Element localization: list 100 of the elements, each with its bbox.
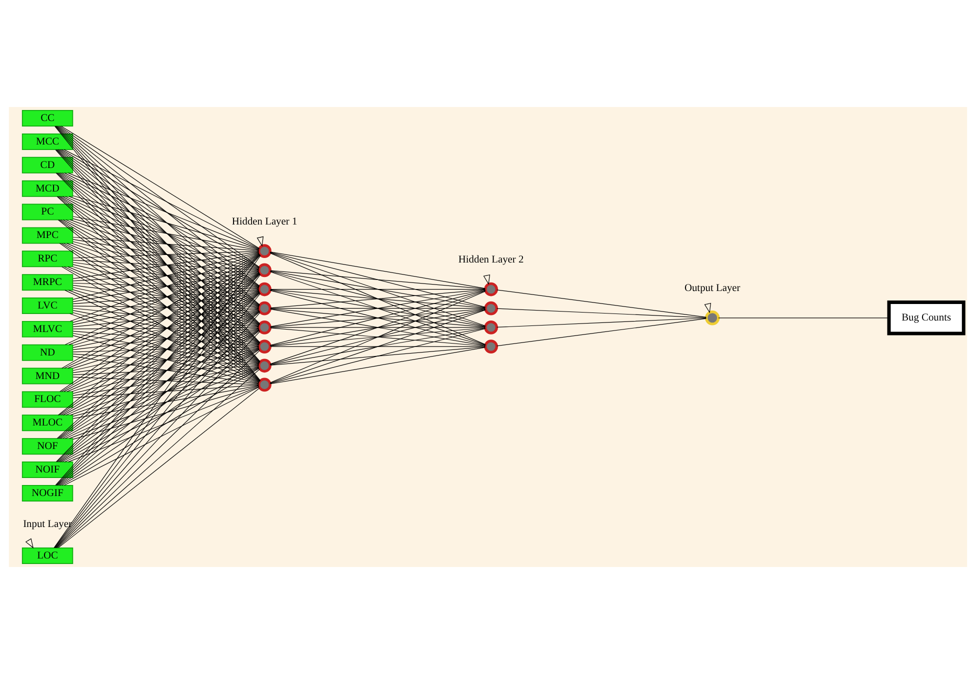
connector <box>68 196 260 268</box>
connector <box>70 347 260 415</box>
connector <box>72 385 260 440</box>
connector <box>64 348 260 438</box>
node-box: MND <box>22 367 74 384</box>
connector <box>72 194 260 250</box>
node-circle <box>258 282 272 296</box>
connector <box>64 386 260 486</box>
connector <box>270 308 486 327</box>
node-box: NOIF <box>22 461 74 478</box>
connector <box>496 308 706 318</box>
connector <box>64 367 260 462</box>
connector <box>72 356 260 384</box>
connector <box>72 252 260 300</box>
connector <box>72 332 260 365</box>
connector <box>270 288 486 308</box>
connector <box>270 252 486 344</box>
node-text: Output Layer <box>684 282 740 294</box>
connector <box>66 309 260 392</box>
node-box: MPC <box>22 226 74 244</box>
connector <box>72 366 260 416</box>
connector <box>70 252 260 322</box>
connector <box>72 305 260 308</box>
connector <box>72 346 260 394</box>
connector <box>270 346 486 384</box>
node-box: LVC <box>22 297 74 314</box>
node-box: NOF <box>22 438 74 454</box>
node-circle <box>258 244 272 258</box>
connector <box>72 346 260 352</box>
connector <box>72 216 260 250</box>
node-box: CC <box>22 110 74 126</box>
connector <box>62 348 260 462</box>
connector <box>72 326 260 329</box>
connector <box>72 264 260 308</box>
connector <box>72 270 260 281</box>
connector <box>62 196 260 306</box>
node-box: FLOC <box>22 390 74 408</box>
node-text: Hidden Layer 2 <box>458 254 524 265</box>
node-circle <box>484 300 498 315</box>
connector <box>270 289 486 326</box>
node-box: ND <box>22 344 74 360</box>
connector <box>72 376 260 384</box>
connector <box>270 308 486 346</box>
arrow <box>704 302 712 313</box>
node-circle <box>258 339 272 353</box>
connector <box>66 328 260 415</box>
node-box: MCD <box>22 180 74 196</box>
connector <box>62 219 260 325</box>
node-circle <box>484 339 498 353</box>
connector <box>72 218 260 269</box>
connector <box>496 289 706 318</box>
connector <box>270 270 486 308</box>
connector <box>72 353 260 366</box>
connector <box>270 308 486 364</box>
node-circle <box>704 310 720 325</box>
connector <box>72 284 260 308</box>
connector <box>270 290 486 346</box>
node-box: MRPC <box>22 274 74 290</box>
connector <box>72 384 260 398</box>
connector <box>72 384 260 418</box>
connector <box>270 346 486 366</box>
connector <box>72 236 260 251</box>
connector <box>270 328 486 384</box>
node-box: RPC <box>22 250 74 267</box>
connector <box>72 282 260 289</box>
connector <box>70 219 260 288</box>
node-box: PC <box>22 203 74 220</box>
connector <box>72 328 260 370</box>
connector <box>270 270 486 345</box>
connector <box>62 172 260 286</box>
connector <box>270 251 486 307</box>
connector <box>72 328 260 392</box>
node-box: LOC <box>22 546 74 564</box>
connector <box>270 327 486 346</box>
node-circle <box>484 320 498 334</box>
node-circle <box>258 377 272 392</box>
node-circle <box>258 262 272 277</box>
connector <box>270 270 486 326</box>
connector <box>72 365 260 375</box>
connector <box>72 250 260 279</box>
connector <box>72 366 260 396</box>
connector <box>72 262 260 288</box>
connector <box>68 386 260 462</box>
connector <box>270 326 486 328</box>
connector <box>270 251 486 288</box>
connector <box>62 329 260 438</box>
connector <box>62 310 260 415</box>
connector <box>70 312 260 383</box>
connector <box>270 252 486 326</box>
node-circle <box>258 300 272 315</box>
connector <box>64 196 260 287</box>
connector <box>72 346 260 372</box>
connector <box>72 250 260 258</box>
connector <box>72 259 260 270</box>
connector <box>72 238 260 270</box>
connector <box>270 309 486 383</box>
node-box: CD <box>22 156 74 173</box>
connector <box>270 290 486 383</box>
connector <box>718 317 890 318</box>
connector <box>496 318 706 346</box>
